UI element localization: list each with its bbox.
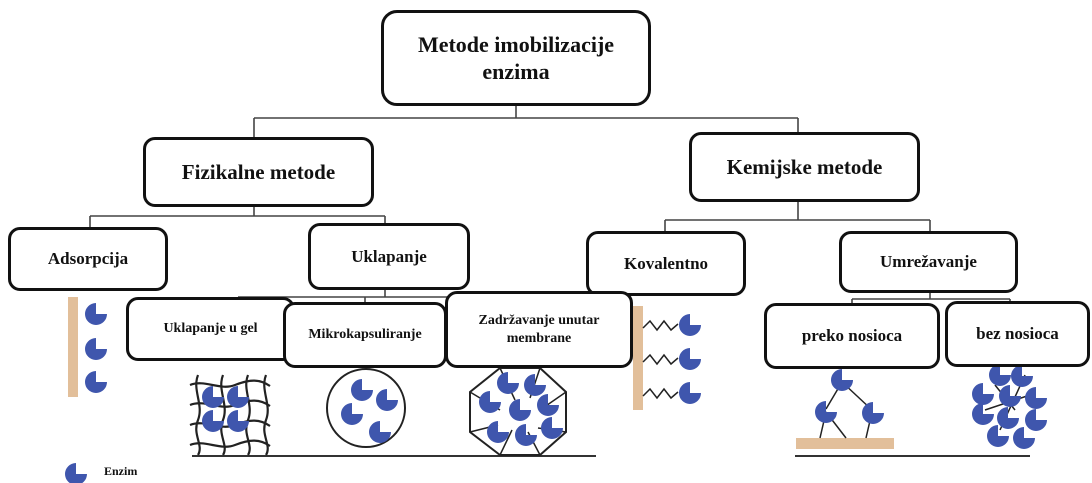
enzyme-icon — [999, 385, 1021, 407]
entrapment-node: Uklapanje — [308, 223, 470, 290]
membrane-retention-label: Zadržavanje unutar membrane — [478, 313, 600, 346]
with-carrier-illustration — [796, 369, 894, 449]
crosslinking-label: Umrežavanje — [880, 252, 977, 272]
capsule — [326, 368, 406, 448]
carrier-bar — [796, 438, 894, 449]
root-node: Metode imobilizacije enzima — [381, 10, 651, 106]
legend-enzyme-icon — [65, 463, 87, 483]
enzyme-icon — [1025, 387, 1047, 409]
covalent-label: Kovalentno — [623, 253, 709, 273]
enzyme-icon — [815, 401, 837, 423]
enzyme-icon — [85, 338, 107, 360]
enzyme-icon — [997, 407, 1019, 429]
adsorption-label: Adsorpcija — [47, 249, 129, 269]
chemical-methods-label: Kemijske metode — [726, 154, 883, 179]
carrier-bar — [633, 306, 643, 410]
crosslinking-node: Umrežavanje — [839, 231, 1018, 293]
without-carrier-node: bez nosioca — [945, 301, 1090, 367]
gel-entrapment-node: Uklapanje u gel — [126, 297, 295, 361]
covalent-illustration — [633, 306, 701, 410]
enzyme-icon — [831, 369, 853, 391]
enzyme-icon — [679, 382, 701, 404]
enzyme-icon — [1025, 409, 1047, 431]
root-label: Metode imobilizacije enzima — [417, 31, 615, 85]
physical-methods-node: Fizikalne metode — [143, 137, 374, 207]
chemical-methods-node: Kemijske metode — [689, 132, 920, 202]
enzyme-icon — [862, 402, 884, 424]
enzyme-icon — [227, 410, 249, 432]
gel-illustration — [189, 374, 271, 456]
enzyme-icon — [202, 410, 224, 432]
carrier-bar — [68, 297, 78, 397]
membrane-illustration — [469, 367, 567, 456]
with-carrier-label: preko nosioca — [801, 326, 903, 346]
microcapsule-illustration — [326, 368, 406, 448]
covalent-node: Kovalentno — [586, 231, 746, 296]
without-carrier-label: bez nosioca — [976, 324, 1059, 344]
enzyme-icon — [972, 403, 994, 425]
entrapment-label: Uklapanje — [351, 246, 427, 266]
physical-methods-label: Fizikalne metode — [181, 159, 336, 184]
microencapsulation-node: Mikrokapsuliranje — [283, 302, 447, 368]
enzyme-icon — [85, 371, 107, 393]
membrane-retention-node: Zadržavanje unutar membrane — [445, 291, 633, 368]
adsorption-illustration — [68, 297, 107, 397]
adsorption-node: Adsorpcija — [8, 227, 168, 291]
enzyme-icon — [972, 383, 994, 405]
enzyme-icon — [1013, 427, 1035, 449]
enzyme-icon — [679, 314, 701, 336]
enzyme-icon — [679, 348, 701, 370]
enzyme-icon — [1011, 365, 1033, 387]
enzyme-icon — [85, 303, 107, 325]
enzyme-icon — [989, 364, 1011, 386]
without-carrier-illustration — [972, 364, 1047, 449]
legend-enzyme-label: Enzim — [104, 464, 138, 478]
microencapsulation-label: Mikrokapsuliranje — [308, 327, 422, 343]
gel-entrapment-label: Uklapanje u gel — [163, 321, 258, 337]
with-carrier-node: preko nosioca — [764, 303, 940, 369]
